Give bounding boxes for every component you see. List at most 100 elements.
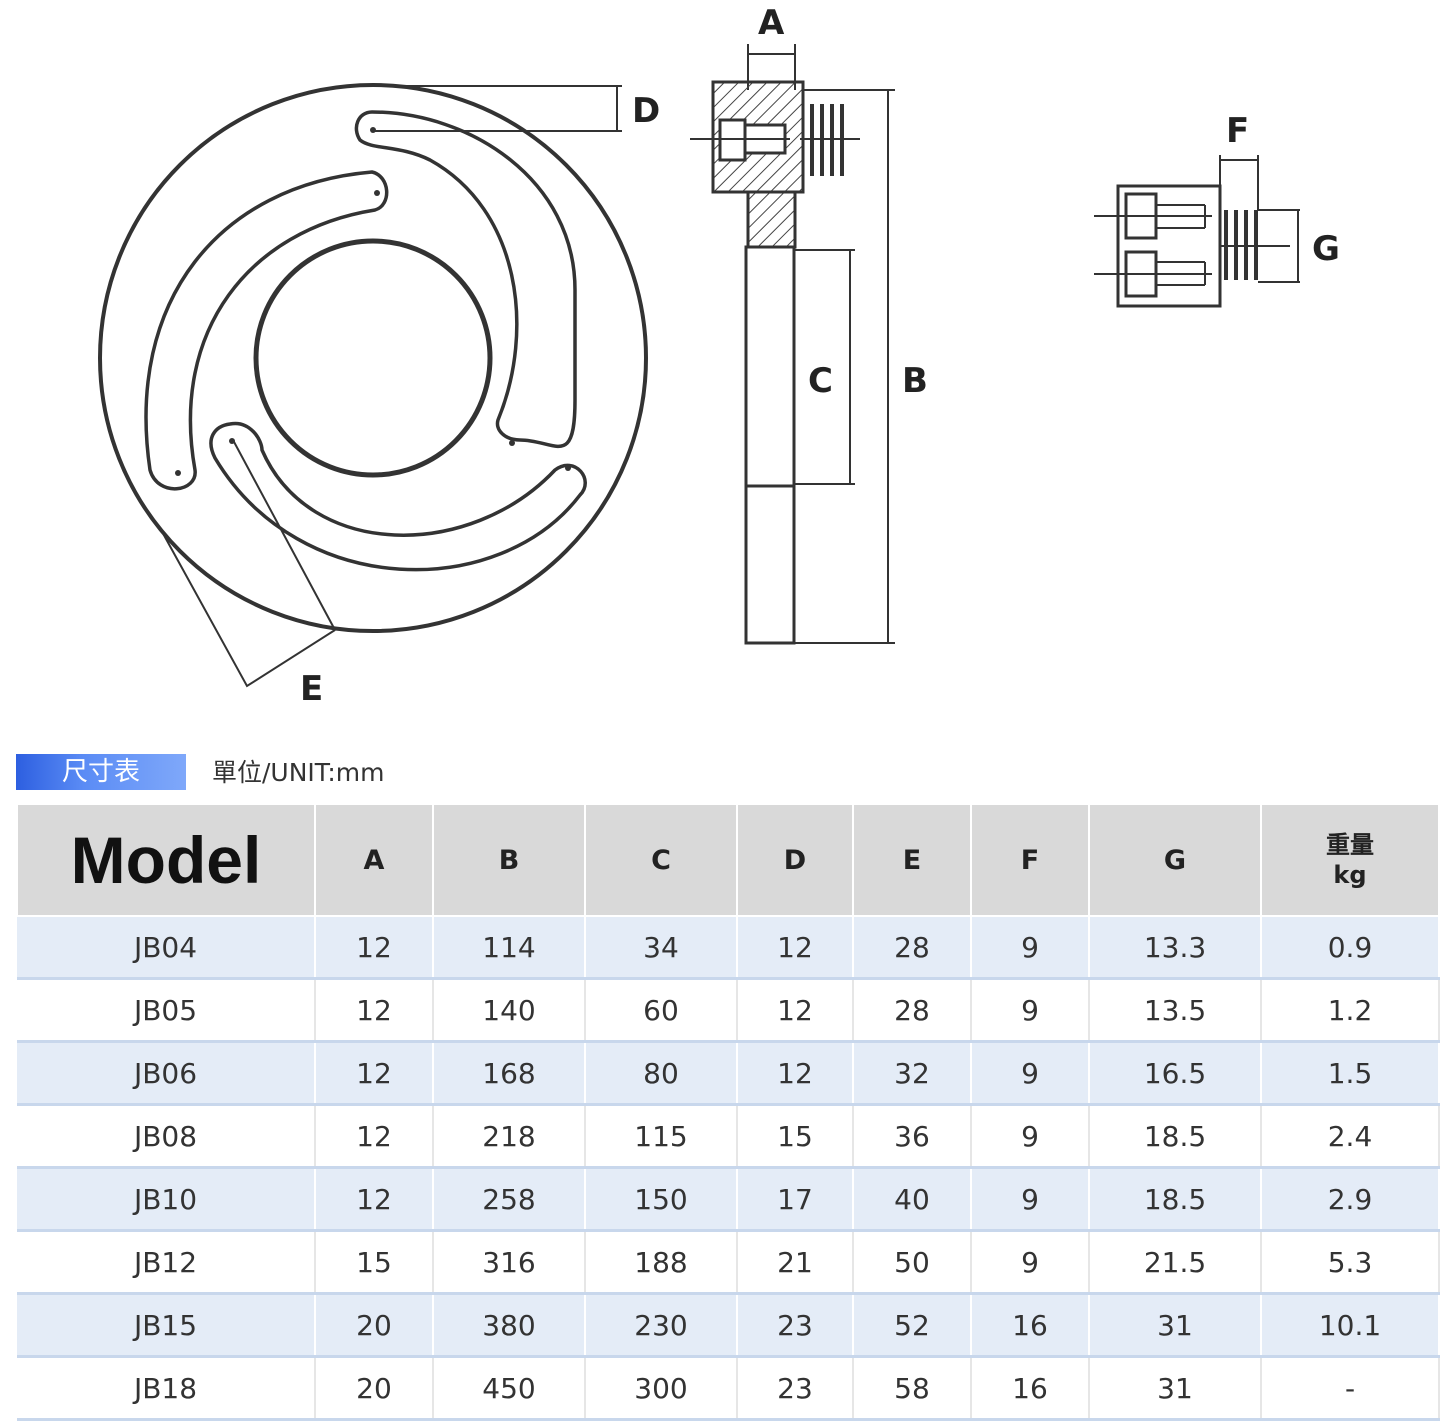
cell-model: JB08 bbox=[17, 1104, 316, 1169]
label-e: E bbox=[300, 669, 323, 709]
cell-e: 32 bbox=[853, 1041, 972, 1106]
cell-model: JB05 bbox=[17, 978, 316, 1043]
cell-g: 18.5 bbox=[1089, 1104, 1262, 1169]
cell-weight: 10.1 bbox=[1261, 1293, 1440, 1358]
cell-a: 12 bbox=[315, 1104, 434, 1169]
unit-text: 單位/UNIT:mm bbox=[212, 758, 385, 787]
cell-d: 17 bbox=[737, 1167, 854, 1232]
cell-d: 23 bbox=[737, 1356, 854, 1421]
cell-g: 13.3 bbox=[1089, 916, 1262, 980]
cell-a: 20 bbox=[315, 1356, 434, 1421]
header-d: D bbox=[736, 803, 854, 917]
cell-e: 28 bbox=[853, 978, 972, 1043]
cell-b: 380 bbox=[433, 1293, 586, 1358]
label-b: B bbox=[902, 361, 928, 401]
cell-a: 12 bbox=[315, 1041, 434, 1106]
cell-weight: 5.3 bbox=[1261, 1230, 1440, 1295]
cell-weight: 0.9 bbox=[1261, 916, 1440, 980]
cell-f: 9 bbox=[971, 916, 1090, 980]
cell-e: 50 bbox=[853, 1230, 972, 1295]
cell-e: 40 bbox=[853, 1167, 972, 1232]
cell-c: 60 bbox=[585, 978, 738, 1043]
cell-f: 9 bbox=[971, 1104, 1090, 1169]
cell-g: 16.5 bbox=[1089, 1041, 1262, 1106]
cell-g: 18.5 bbox=[1089, 1167, 1262, 1232]
cell-c: 300 bbox=[585, 1356, 738, 1421]
header-e: E bbox=[852, 803, 972, 917]
cell-d: 23 bbox=[737, 1293, 854, 1358]
cell-f: 16 bbox=[971, 1293, 1090, 1358]
cell-e: 58 bbox=[853, 1356, 972, 1421]
cell-b: 258 bbox=[433, 1167, 586, 1232]
cell-c: 188 bbox=[585, 1230, 738, 1295]
cell-f: 9 bbox=[971, 1230, 1090, 1295]
cell-d: 12 bbox=[737, 916, 854, 980]
cell-model: JB18 bbox=[17, 1356, 316, 1421]
header-b: B bbox=[432, 803, 586, 917]
slot bbox=[209, 421, 587, 572]
cell-f: 9 bbox=[971, 1167, 1090, 1232]
cell-f: 9 bbox=[971, 978, 1090, 1043]
cell-a: 12 bbox=[315, 1167, 434, 1232]
cell-g: 21.5 bbox=[1089, 1230, 1262, 1295]
cell-model: JB04 bbox=[17, 916, 316, 980]
cell-g: 31 bbox=[1089, 1356, 1262, 1421]
header-f: F bbox=[970, 803, 1090, 917]
cell-weight: 2.9 bbox=[1261, 1167, 1440, 1232]
cell-weight: 1.5 bbox=[1261, 1041, 1440, 1106]
cell-g: 13.5 bbox=[1089, 978, 1262, 1043]
cell-model: JB12 bbox=[17, 1230, 316, 1295]
slot bbox=[354, 110, 577, 448]
cell-model: JB06 bbox=[17, 1041, 316, 1106]
label-g: G bbox=[1312, 229, 1340, 269]
label-a: A bbox=[758, 3, 785, 43]
cell-d: 15 bbox=[737, 1104, 854, 1169]
side-view bbox=[690, 44, 895, 645]
header-c: C bbox=[584, 803, 738, 917]
cell-c: 80 bbox=[585, 1041, 738, 1106]
cell-a: 12 bbox=[315, 978, 434, 1043]
cell-weight: 2.4 bbox=[1261, 1104, 1440, 1169]
cell-d: 21 bbox=[737, 1230, 854, 1295]
cell-e: 36 bbox=[853, 1104, 972, 1169]
inner-bore bbox=[253, 238, 493, 478]
header-weight: 重量 kg bbox=[1260, 803, 1440, 917]
header-a: A bbox=[314, 803, 434, 917]
front-view bbox=[98, 83, 648, 688]
cell-b: 316 bbox=[433, 1230, 586, 1295]
cell-f: 9 bbox=[971, 1041, 1090, 1106]
section-tag: 尺寸表 bbox=[16, 754, 186, 790]
cell-model: JB15 bbox=[17, 1293, 316, 1358]
label-f: F bbox=[1226, 111, 1249, 151]
label-d: D bbox=[632, 91, 660, 131]
technical-drawing: D E A C B bbox=[98, 3, 1340, 709]
cell-c: 115 bbox=[585, 1104, 738, 1169]
cell-b: 114 bbox=[433, 916, 586, 980]
cell-d: 12 bbox=[737, 1041, 854, 1106]
cell-c: 150 bbox=[585, 1167, 738, 1232]
cell-model: JB10 bbox=[17, 1167, 316, 1232]
jaw-detail-view bbox=[1094, 155, 1300, 308]
header-model: Model bbox=[16, 803, 316, 917]
cell-weight: 1.2 bbox=[1261, 978, 1440, 1043]
cell-e: 28 bbox=[853, 916, 972, 980]
cell-a: 20 bbox=[315, 1293, 434, 1358]
cell-c: 230 bbox=[585, 1293, 738, 1358]
cell-f: 16 bbox=[971, 1356, 1090, 1421]
header-weight-unit: kg bbox=[1333, 861, 1367, 889]
cell-b: 218 bbox=[433, 1104, 586, 1169]
slot bbox=[144, 170, 389, 491]
cell-b: 140 bbox=[433, 978, 586, 1043]
cell-e: 52 bbox=[853, 1293, 972, 1358]
label-c: C bbox=[808, 361, 833, 401]
